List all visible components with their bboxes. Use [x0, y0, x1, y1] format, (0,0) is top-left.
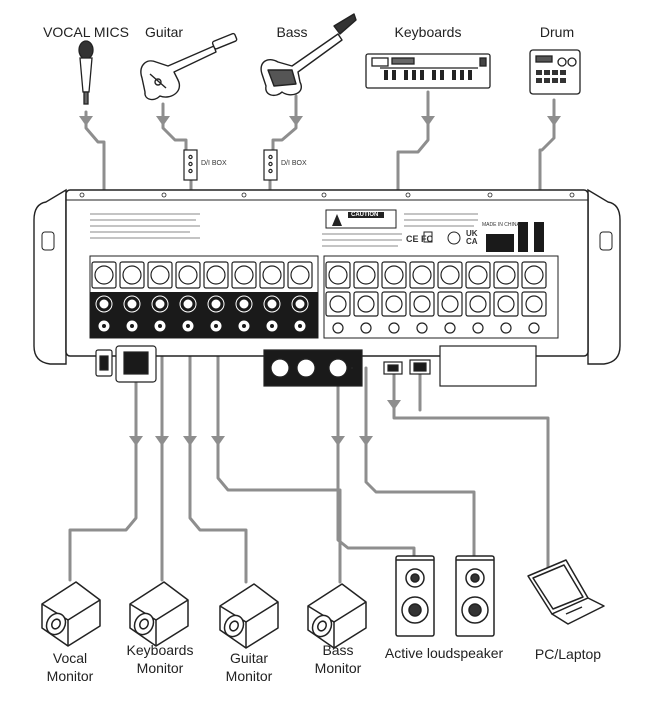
vocal-monitor-icon [41, 581, 101, 647]
keyboards-monitor-icon [129, 581, 189, 647]
di-box-label-guitar: D/I BOX [201, 160, 227, 167]
cable-vocal-monitor [68, 316, 138, 582]
cable-guitar-to-dibox [161, 102, 188, 154]
cable-bass-monitor [216, 316, 342, 584]
cable-bass-to-dibox [271, 94, 298, 154]
drum-machine-icon [529, 49, 581, 95]
bass-monitor-label-line1: Bass [322, 642, 354, 658]
active-loudspeaker-right-icon [455, 555, 495, 637]
lower-panel [95, 345, 537, 387]
guitar-monitor-label-line2: Monitor [225, 668, 273, 684]
keyboards-label: Keyboards [394, 24, 462, 40]
guitar-icon [140, 32, 238, 101]
made-in-label: MADE IN CHINA [482, 222, 520, 228]
vocal-mics-label: VOCAL MICS [43, 24, 129, 40]
ce-fcc-label: CE FC [406, 234, 433, 244]
guitar-label: Guitar [144, 24, 184, 40]
xlr-inputs-left [91, 261, 313, 289]
cable-usb [392, 370, 550, 576]
drum-label: Drum [539, 24, 575, 40]
keyboard-icon [365, 53, 491, 89]
vocal-monitor-label-line2: Monitor [46, 668, 94, 684]
combo-inputs-left [95, 295, 309, 333]
keyboards-monitor-label-line1: Keyboards [126, 642, 194, 658]
di-box-guitar [183, 149, 198, 181]
cable-arrows [79, 116, 561, 446]
keyboards-monitor-label-line2: Monitor [136, 660, 184, 676]
di-box-bass [263, 149, 278, 181]
ukca-label: UK CA [466, 229, 478, 246]
bass-monitor-icon [307, 583, 367, 649]
cable-main-left [336, 366, 416, 557]
guitar-monitor-label-line1: Guitar [229, 650, 269, 666]
bass-monitor-label-line2: Monitor [314, 660, 362, 676]
pc-laptop-label: PC/Laptop [534, 646, 602, 662]
laptop-icon [527, 559, 605, 625]
bass-guitar-icon [260, 13, 357, 97]
bass-label: Bass [276, 24, 308, 40]
caution-label: CAUTION [351, 212, 379, 218]
di-box-label-bass: D/I BOX [281, 160, 307, 167]
guitar-monitor-icon [219, 583, 279, 649]
xlr-inputs-right [325, 261, 547, 334]
active-loudspeaker-label: Active loudspeaker [384, 645, 504, 661]
vocal-monitor-label-line1: Vocal [52, 650, 88, 666]
microphone-icon [78, 40, 94, 105]
cable-guitar-monitor [188, 316, 248, 584]
active-loudspeaker-left-icon [395, 555, 435, 637]
